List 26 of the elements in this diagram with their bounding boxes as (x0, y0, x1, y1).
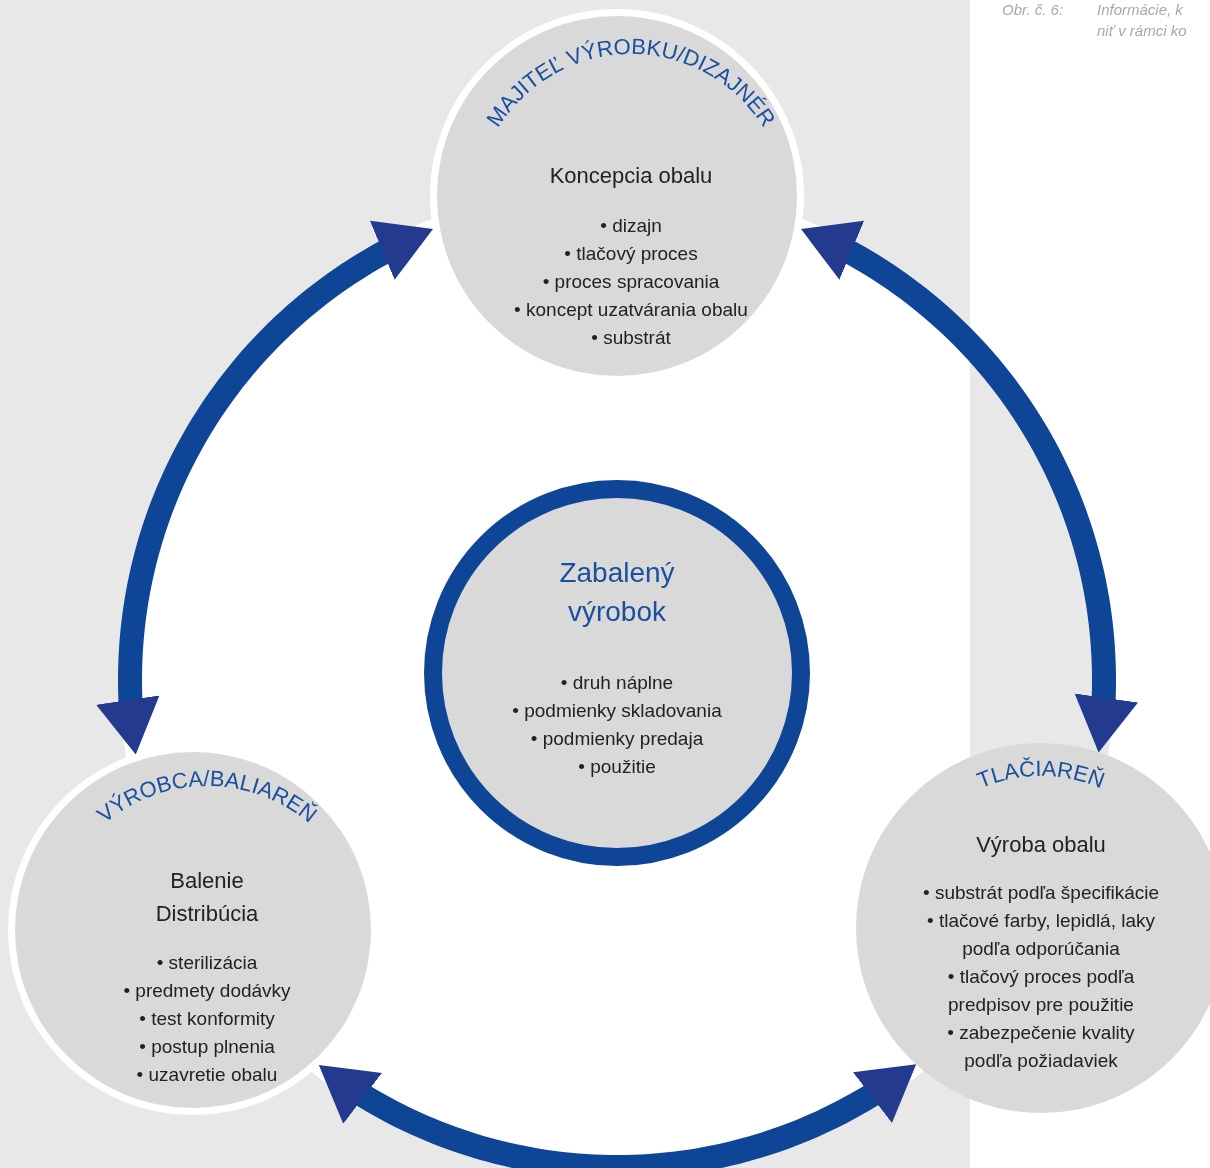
bullet-item: • tlačové farby, lepidlá, laky podľa odporúčania (925, 909, 1157, 961)
caption-text: Informácie, k (1097, 1, 1183, 19)
bullet-item: • podmienky skladovania (512, 699, 722, 723)
node-title: Zabalený výrobok (558, 556, 676, 629)
bullet-item: • použitie (578, 755, 656, 779)
bullet-item: • substrát podľa špecifikácie (922, 881, 1160, 905)
bullet-item: • uzavretie obalu (136, 1063, 278, 1087)
bullet-item: • zabezpečenie kvality podľa požiadaviek (946, 1021, 1136, 1073)
bullet-item: • koncept uzatvárania obalu (514, 298, 748, 322)
bullet-item: • postup plnenia (139, 1035, 275, 1059)
bullet-item: • predmety dodávky (123, 979, 291, 1003)
caption-text: Obr. č. 6: (1002, 1, 1064, 19)
bullet-item: • podmienky predaja (530, 727, 704, 751)
caption-text: niť v rámci ko (1097, 22, 1187, 40)
bullet-item: • tlačový proces (564, 242, 698, 266)
bullet-item: • proces spracovania (542, 270, 720, 294)
role-label: TLAČIAREŇ (973, 755, 1109, 793)
node-title: Balenie Distribúcia (154, 867, 260, 928)
bullet-item: • sterilizácia (156, 951, 258, 975)
bullet-item: • substrát (591, 326, 671, 350)
bullet-item: • druh náplne (560, 671, 674, 695)
node-title: Výroba obalu (976, 831, 1106, 859)
bullet-item: • dizajn (600, 214, 662, 238)
bullet-item: • tlačový proces podľa predpisov pre použitie (946, 965, 1136, 1017)
bullet-item: • test konformity (139, 1007, 275, 1031)
node-title: Koncepcia obalu (549, 162, 713, 190)
